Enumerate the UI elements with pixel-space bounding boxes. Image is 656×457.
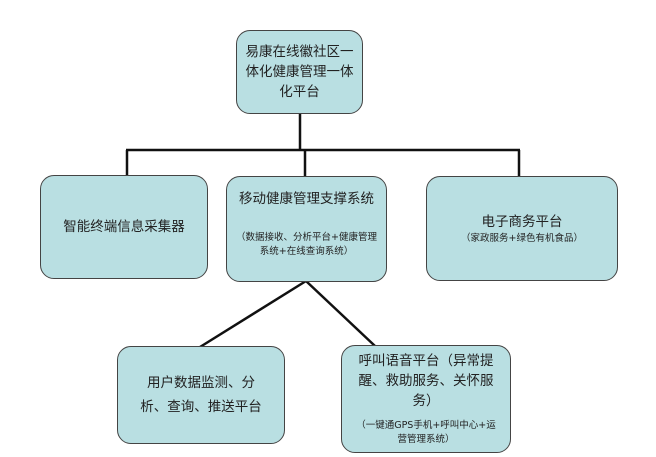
user-data-box: 用户数据监测、分析、查询、推送平台	[117, 346, 285, 444]
mobile-health-box: 移动健康管理支撑系统 （数据接收、分析平台+健康管理系统+在线查询系统）	[226, 176, 387, 282]
ecommerce-title: 电子商务平台	[481, 213, 563, 230]
call-platform-title: 呼叫语音平台（异常提醒、救助服务、关怀服务）	[358, 353, 494, 409]
root-title: 易康在线徽社区一体化健康管理一体化平台	[245, 44, 354, 100]
terminal-collector-title: 智能终端信息采集器	[63, 219, 185, 235]
call-platform-subtitle: （一键通GPS手机+呼叫中心+运营管理系统）	[356, 420, 496, 445]
user-data-title: 用户数据监测、分析、查询、推送平台	[140, 375, 262, 415]
connector-to-user-data	[199, 279, 307, 349]
ecommerce-subtitle: （家政服务+绿色有机食品）	[461, 232, 583, 244]
ecommerce-box: 电子商务平台 （家政服务+绿色有机食品）	[426, 176, 618, 281]
mobile-health-subtitle: （数据接收、分析平台+健康管理系统+在线查询系统）	[236, 232, 377, 257]
call-platform-box: 呼叫语音平台（异常提醒、救助服务、关怀服务） （一键通GPS手机+呼叫中心+运营…	[341, 345, 511, 453]
terminal-collector-box: 智能终端信息采集器	[40, 175, 208, 279]
connector-to-call-platform	[305, 280, 376, 347]
mobile-health-title: 移动健康管理支撑系统	[239, 191, 374, 207]
root-box: 易康在线徽社区一体化健康管理一体化平台	[236, 30, 363, 114]
